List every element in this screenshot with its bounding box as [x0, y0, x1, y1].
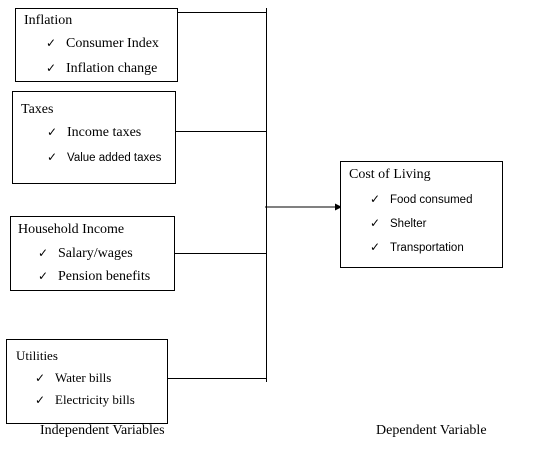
- check-icon: ✓: [47, 150, 58, 164]
- inflation-title: Inflation: [24, 13, 73, 28]
- household-item-salary-wages: ✓Salary/wages: [38, 246, 133, 261]
- taxes-title: Taxes: [21, 102, 54, 117]
- vertical-bus-line: [266, 8, 267, 382]
- utilities-item-water-bills: ✓Water bills: [35, 370, 112, 385]
- dependent-item-food-consumed: ✓Food consumed: [370, 192, 473, 206]
- inflation-box: Inflation ✓Consumer Index ✓Inflation cha…: [15, 8, 178, 82]
- inflation-item-inflation-change: ✓Inflation change: [46, 61, 158, 76]
- check-icon: ✓: [35, 371, 46, 385]
- taxes-box: Taxes ✓Income taxes ✓Value added taxes: [12, 91, 176, 184]
- inflation-item-consumer-index: ✓Consumer Index: [46, 36, 159, 51]
- connector-utilities: [168, 378, 266, 379]
- check-icon: ✓: [370, 240, 381, 254]
- household-item-pension-benefits: ✓Pension benefits: [38, 269, 151, 284]
- cost-of-living-box: Cost of Living ✓Food consumed ✓Shelter ✓…: [340, 161, 503, 268]
- independent-variables-caption: Independent Variables: [40, 423, 165, 438]
- check-icon: ✓: [46, 36, 57, 50]
- dependent-variable-caption: Dependent Variable: [376, 423, 487, 438]
- check-icon: ✓: [47, 125, 58, 139]
- connector-taxes: [176, 131, 266, 132]
- check-icon: ✓: [38, 246, 49, 260]
- household-income-box: Household Income ✓Salary/wages ✓Pension …: [10, 216, 175, 291]
- check-icon: ✓: [370, 216, 381, 230]
- dependent-item-transportation: ✓Transportation: [370, 240, 464, 254]
- household-income-title: Household Income: [18, 222, 125, 237]
- taxes-item-value-added-taxes: ✓Value added taxes: [47, 150, 162, 164]
- utilities-title: Utilities: [16, 348, 58, 363]
- taxes-item-income-taxes: ✓Income taxes: [47, 125, 142, 140]
- utilities-box: Utilities ✓Water bills ✓Electricity bill…: [6, 339, 168, 424]
- check-icon: ✓: [46, 61, 57, 75]
- utilities-item-electricity-bills: ✓Electricity bills: [35, 392, 135, 407]
- connector-household: [175, 253, 266, 254]
- cost-of-living-title: Cost of Living: [349, 167, 431, 182]
- dependent-item-shelter: ✓Shelter: [370, 216, 427, 230]
- check-icon: ✓: [38, 269, 49, 283]
- check-icon: ✓: [370, 192, 381, 206]
- arrow-to-cost-of-living: [265, 203, 342, 211]
- connector-inflation: [178, 12, 266, 13]
- check-icon: ✓: [35, 393, 46, 407]
